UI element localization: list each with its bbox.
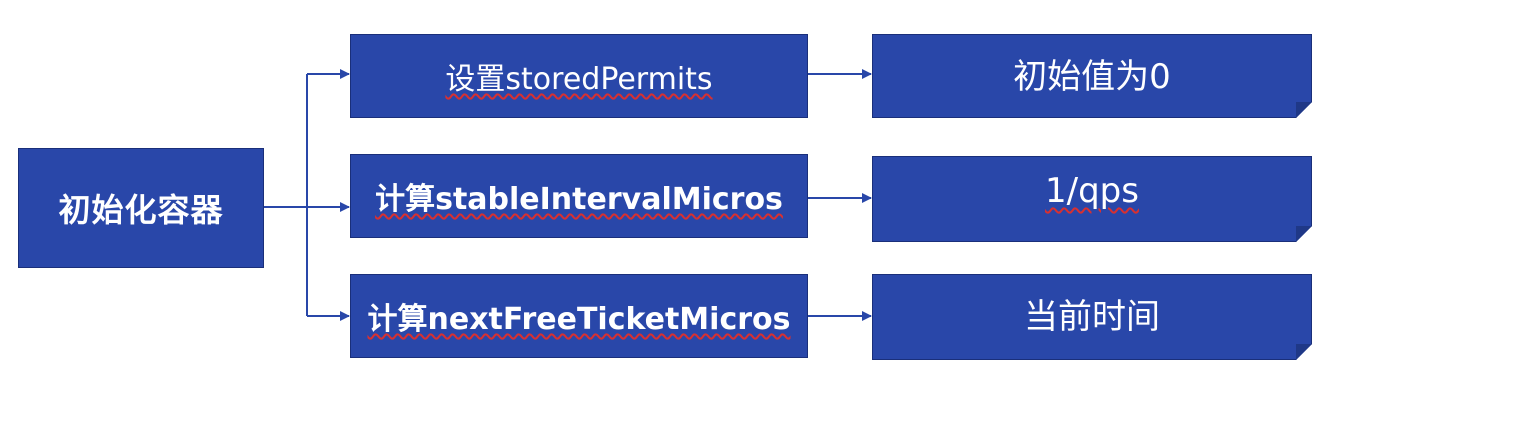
step-node-label: 计算nextFreeTicketMicros (367, 302, 791, 337)
root-node: 初始化容器 (18, 148, 264, 268)
root-node-label: 初始化容器 (58, 191, 224, 229)
step-node-stored-permits: 设置storedPermits (350, 34, 808, 118)
result-node-current-time: 当前时间 (872, 274, 1312, 360)
step-node-stable-interval: 计算stableIntervalMicros (350, 154, 808, 238)
result-node-qps: 1/qps (872, 156, 1312, 242)
result-node-label: 当前时间 (1024, 297, 1160, 337)
step-node-next-free-ticket: 计算nextFreeTicketMicros (350, 274, 808, 358)
step-node-label: 设置storedPermits (445, 62, 713, 97)
result-node-label: 1/qps (1045, 171, 1139, 211)
result-node-initial-zero: 初始值为0 (872, 34, 1312, 118)
result-node-label: 初始值为0 (1013, 57, 1171, 97)
step-node-label: 计算stableIntervalMicros (375, 182, 783, 217)
